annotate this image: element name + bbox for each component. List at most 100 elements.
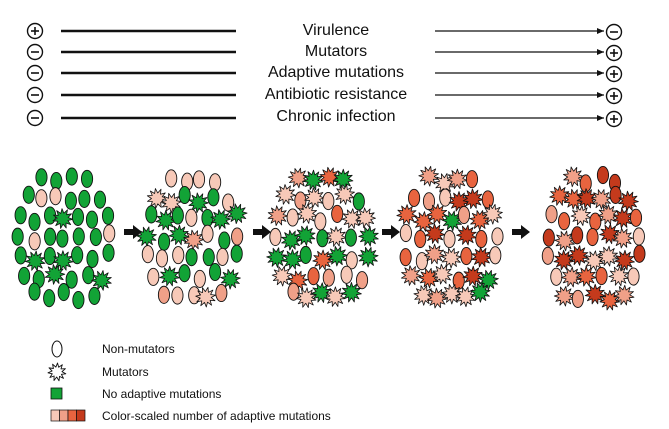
non-mutator-cell [71,246,84,265]
non-mutator-cell [22,185,35,204]
mutator-cell [608,265,630,287]
non-mutator-cell [231,227,244,246]
non-mutator-cell [102,243,115,262]
non-mutator-cell [345,251,358,270]
mutator-cell [146,188,168,209]
non-mutator-cell [85,210,99,229]
mutator-cell [324,286,346,307]
mutator-cell [413,285,435,306]
start-sign-adaptive-mutations-icon [26,64,44,82]
non-mutator-cell [201,208,214,228]
non-mutator-cell [35,168,48,187]
legend-label-non-mutators: Non-mutators [102,342,175,356]
non-mutator-cell [11,227,24,246]
mutator-cell [597,245,618,267]
non-mutator-cell [632,227,645,246]
non-mutator-cell [72,290,85,310]
color-scale-squares-icon [50,409,86,422]
non-mutator-cell [443,230,456,249]
non-mutator-cell [408,188,421,207]
mutator-cell [613,284,635,306]
non-mutator-cell [56,229,69,248]
mutator-cell [312,249,333,271]
mutator-cell [462,265,484,287]
non-mutator-cell [352,192,365,211]
non-mutator-cell [322,268,335,287]
mutator-cell [418,165,439,187]
population-panels [11,165,646,311]
mutator-cell [136,226,157,247]
non-mutator-cell [475,230,488,249]
mutator-cell [227,203,248,224]
non-mutator-cell [439,188,452,207]
mutator-cell [24,250,46,272]
mutator-cell [295,287,317,308]
mutator-cell [612,207,634,229]
mutator-cell [599,290,621,311]
mutator-cell [210,209,231,230]
mutator-cell [355,207,376,229]
non-mutator-cell [65,167,78,186]
non-mutator-cell [185,248,198,267]
non-mutator-cell [50,171,63,191]
non-mutator-cell [414,229,427,249]
non-mutator-cell [101,206,115,225]
stage-arrow-2-icon [253,225,271,239]
mutator-cell [334,184,355,205]
population-stage-3 [266,166,379,308]
stage-arrows [124,225,530,239]
mutator-cell [326,226,347,247]
mutator-cell [319,166,340,188]
non-mutator-cell [355,271,369,290]
non-mutator-cell [43,246,56,266]
population-stage-1 [11,167,116,310]
mutator-cell [195,286,216,308]
non-mutator-cell [627,267,640,286]
non-mutator-cell [218,231,231,250]
start-sign-chronic-infection-icon [26,109,44,127]
non-mutator-cell [629,208,643,227]
mutator-cell [161,192,182,214]
non-mutator-cell [286,208,299,227]
mutator-cell [91,270,112,291]
mutator-cell [266,247,287,268]
mutator-cell [188,192,209,214]
population-stage-2 [136,169,248,308]
end-sign-virulence-icon [605,23,623,41]
non-mutator-cell [633,244,646,263]
mutator-cell [287,167,309,189]
mutator-cell [341,282,362,303]
mutator-cell [275,184,296,205]
mutator-cell [549,185,570,206]
start-sign-mutators-icon [26,43,44,61]
non-mutator-cell [81,169,94,188]
non-mutator-cell [541,246,554,265]
mutator-cell [52,208,74,229]
non-mutator-cell [89,227,102,247]
population-stage-4 [396,165,504,309]
non-mutator-cell [344,228,357,247]
non-mutator-cell [331,204,344,223]
non-mutator-cell [192,170,206,189]
non-mutator-cell [172,246,185,265]
mutator-cell [567,245,589,266]
non-mutator-cell [460,246,473,266]
mutator-cell [357,246,379,268]
non-mutator-cell [28,282,41,301]
green-square-icon [50,387,63,400]
non-mutator-cell [322,192,335,211]
non-mutator-cell [185,208,198,227]
non-mutator-cell [307,267,320,286]
start-sign-virulence-icon [26,22,44,40]
non-mutator-cell [65,270,78,289]
legend-label-color-scale: Color-scaled number of adaptive mutation… [102,409,331,423]
mutator-cell [471,246,492,268]
non-mutator-cell [78,189,91,208]
mutator-cell [462,188,484,209]
legend-symbols [47,340,86,422]
non-mutator-cell [44,227,57,246]
mutator-cell [482,204,503,225]
non-mutator-cell [28,212,41,231]
mutator-cell [584,283,606,305]
mutator-cell [446,168,468,190]
